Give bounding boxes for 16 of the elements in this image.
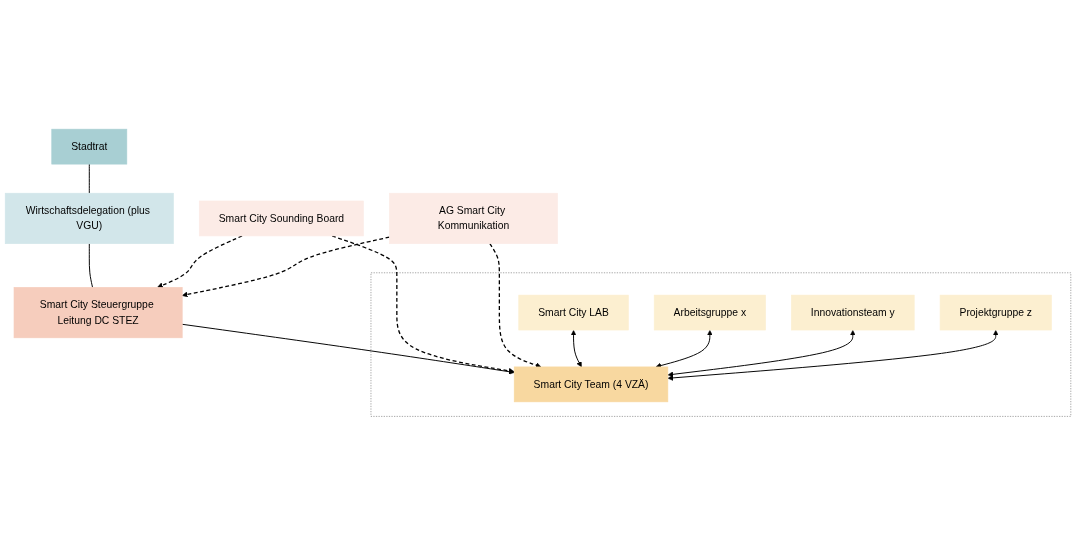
node-box: Stadtrat xyxy=(51,128,128,165)
connector xyxy=(88,242,93,288)
arrow xyxy=(157,234,243,288)
node-box: Smart City Team (4 VZÄ) xyxy=(513,366,669,402)
arrow xyxy=(489,242,542,368)
node-box: Smart City Steuergruppe Leitung DC STEZ xyxy=(13,286,183,338)
node-box: Smart City LAB xyxy=(518,294,629,331)
node-box: Arbeitsgruppe x xyxy=(653,294,766,331)
node-box: Projektgruppe z xyxy=(939,294,1052,331)
connector xyxy=(88,163,90,194)
node-box: AG Smart City Kommunikation xyxy=(389,192,558,244)
node-box: Smart City Sounding Board xyxy=(198,200,364,236)
node-box: Innovationsteam y xyxy=(791,294,915,331)
node-box: Wirtschaftsdelegation (plus VGU) xyxy=(4,192,174,244)
cluster xyxy=(370,272,1072,417)
arrow xyxy=(181,236,391,297)
